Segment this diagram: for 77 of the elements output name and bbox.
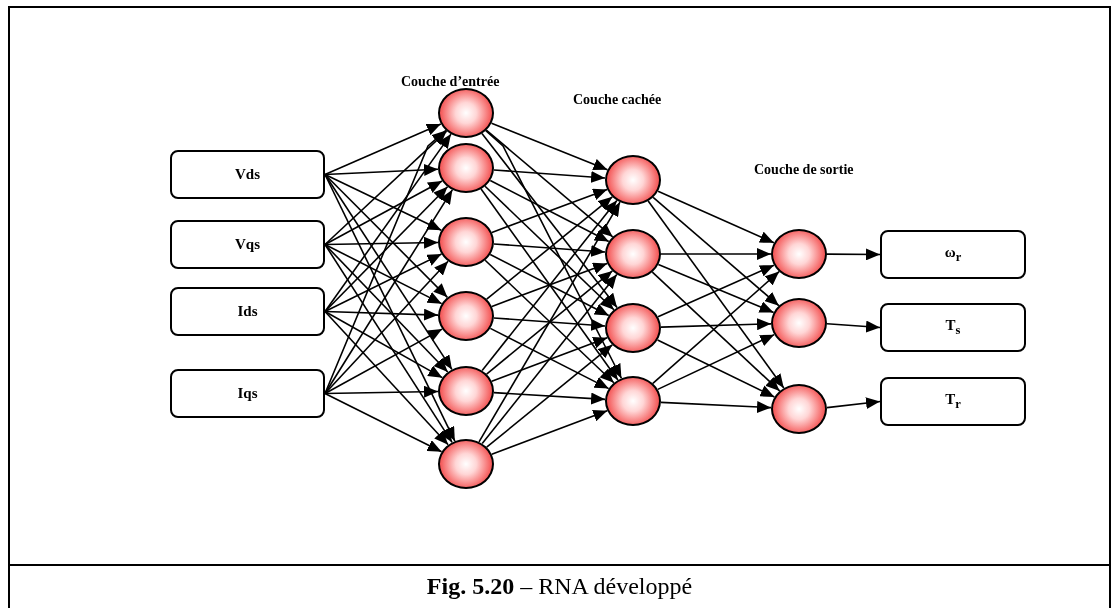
neuron-circle — [438, 366, 494, 416]
variable-box: T$_{s}$ — [880, 303, 1026, 352]
variable-box: Vqs — [170, 220, 325, 269]
arrow — [324, 260, 449, 395]
variable-box: ω$_{r}$ — [880, 230, 1026, 279]
arrow — [324, 243, 449, 373]
arrow — [647, 200, 785, 389]
arrow — [657, 333, 775, 391]
arrow — [324, 123, 442, 176]
arrow — [324, 310, 444, 379]
arrow — [493, 317, 606, 331]
arrow — [324, 385, 439, 398]
arrow — [481, 132, 618, 309]
neuron-circle — [605, 155, 661, 205]
variable-box: Iqs — [170, 369, 325, 418]
arrow — [493, 243, 606, 257]
arrow — [481, 273, 618, 445]
arrow — [493, 169, 606, 183]
neuron-circle — [438, 217, 494, 267]
arrow — [324, 173, 443, 231]
arrow — [324, 328, 443, 395]
arrow — [491, 262, 608, 308]
arrow — [324, 243, 443, 305]
arrow — [652, 196, 780, 307]
arrow — [324, 310, 449, 446]
arrow — [493, 391, 606, 405]
arrow — [656, 339, 776, 398]
arrow — [484, 185, 615, 311]
arrow — [826, 397, 881, 410]
arrow — [489, 327, 610, 390]
neuron-circle — [438, 291, 494, 341]
neuron-circle — [438, 143, 494, 193]
neuron-circle — [438, 88, 494, 138]
arrow — [491, 188, 608, 234]
arrow — [324, 133, 452, 313]
arrow — [660, 318, 772, 331]
figure-caption: Fig. 5.20 – RNA développé — [426, 573, 693, 599]
arrow — [826, 320, 881, 333]
neuron-circle — [605, 376, 661, 426]
arrow — [485, 129, 614, 238]
neuron-circle — [771, 298, 827, 348]
variable-box: Ids — [170, 287, 325, 336]
arrow — [324, 392, 443, 453]
layer-label: Couche d’entrée — [401, 74, 500, 90]
neuron-circle — [771, 384, 827, 434]
arrow — [324, 253, 443, 313]
arrow — [489, 179, 610, 243]
neuron-circle — [438, 439, 494, 489]
arrow — [660, 401, 772, 413]
neuron-circle — [605, 303, 661, 353]
arrow — [485, 129, 623, 380]
arrow — [324, 236, 439, 249]
arrow — [478, 201, 621, 443]
arrow — [657, 190, 775, 244]
arrow — [660, 248, 772, 260]
arrow — [485, 270, 614, 375]
arrow — [491, 336, 608, 383]
arrow — [485, 344, 614, 448]
layer-label: Couche de sortie — [754, 162, 854, 178]
arrow — [324, 180, 443, 246]
arrow — [324, 308, 439, 321]
arrow — [485, 196, 614, 300]
arrow — [324, 130, 448, 246]
neuron-circle — [605, 229, 661, 279]
arrow — [324, 186, 449, 313]
variable-box: T$_{r}$ — [880, 377, 1026, 426]
arrow — [324, 173, 449, 299]
arrow — [826, 248, 881, 261]
arrow — [324, 163, 439, 176]
variable-box: Vds — [170, 150, 325, 199]
arrow — [489, 253, 610, 317]
arrow — [490, 122, 609, 171]
layer-label: Couche cachée — [573, 92, 662, 108]
neuron-circle — [771, 229, 827, 279]
arrow — [491, 409, 608, 456]
arrow — [484, 259, 615, 384]
arrow — [324, 243, 453, 444]
